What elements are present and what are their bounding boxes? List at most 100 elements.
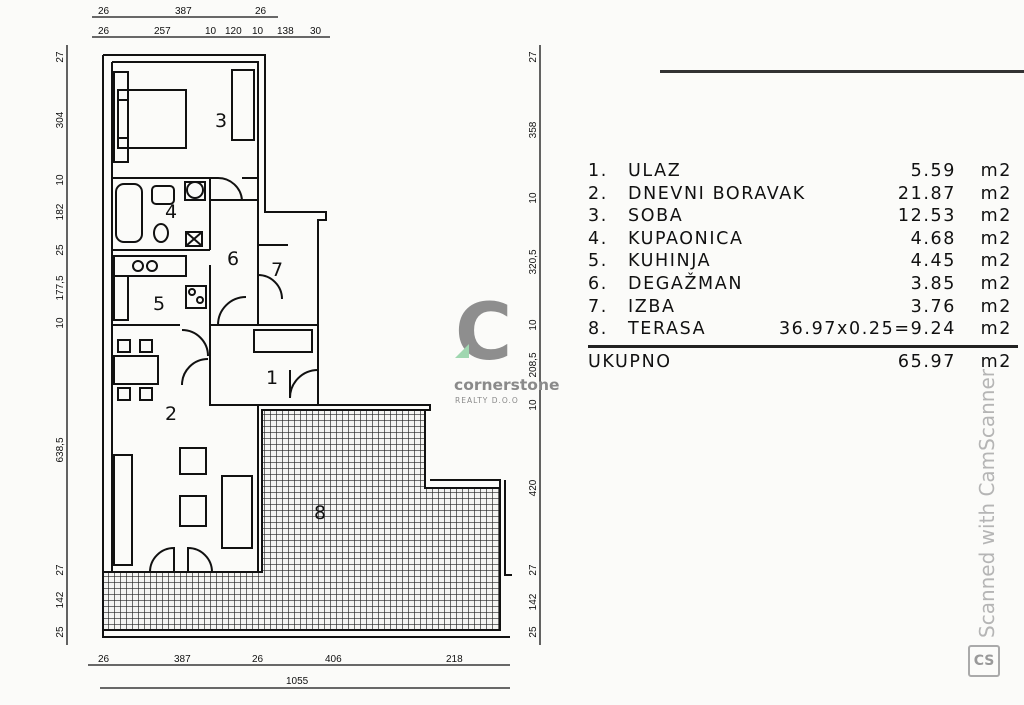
row-num: 6. bbox=[588, 273, 608, 294]
table-row: 7. IZBA 3.76 m2 bbox=[588, 296, 1018, 319]
watermark-text: Scanned with CamScanner bbox=[975, 369, 999, 638]
row-num: 5. bbox=[588, 251, 608, 272]
dim-label: 27 bbox=[55, 51, 66, 63]
dim-label: 182 bbox=[55, 203, 66, 220]
dim-label: 387 bbox=[175, 6, 192, 17]
row-unit: m2 bbox=[980, 228, 1012, 249]
dim-label: 218 bbox=[446, 654, 463, 665]
dim-label: 25 bbox=[528, 626, 539, 638]
dim-label: 27 bbox=[55, 564, 66, 576]
logo-leaf-icon bbox=[455, 344, 469, 358]
row-value: 36.97x0.25=9.24 bbox=[778, 319, 956, 340]
dim-label: 10 bbox=[55, 317, 66, 329]
row-value: 4.45 bbox=[910, 251, 956, 272]
dim-label: 26 bbox=[98, 654, 110, 665]
row-name: KUHINJA bbox=[628, 251, 712, 272]
terrace-hatch bbox=[102, 409, 501, 631]
dim-label: 26 bbox=[252, 654, 264, 665]
dim-label: 406 bbox=[325, 654, 342, 665]
row-num: 8. bbox=[588, 319, 608, 340]
dim-label: 10 bbox=[528, 192, 539, 204]
header-rule bbox=[660, 70, 1024, 73]
row-num: 7. bbox=[588, 296, 608, 317]
dim-label: 10 bbox=[205, 26, 217, 37]
row-value: 12.53 bbox=[897, 206, 956, 227]
row-name: SOBA bbox=[628, 206, 684, 227]
row-value: 4.68 bbox=[910, 228, 956, 249]
row-name: DEGAŽMAN bbox=[628, 273, 744, 294]
dim-label: 358 bbox=[528, 121, 539, 138]
dim-label: 638,5 bbox=[55, 437, 66, 462]
table-separator bbox=[588, 344, 1018, 348]
row-unit: m2 bbox=[980, 161, 1012, 181]
row-name: DNEVNI BORAVAK bbox=[628, 183, 806, 204]
dim-label: 138 bbox=[277, 26, 294, 37]
room-number: 5 bbox=[153, 293, 165, 315]
logo-subtitle: REALTY D.O.O bbox=[455, 396, 519, 405]
dim-label: 10 bbox=[528, 319, 539, 331]
dim-label: 142 bbox=[528, 593, 539, 610]
room-number: 7 bbox=[271, 259, 283, 281]
dim-label: 27 bbox=[528, 564, 539, 576]
total-unit: m2 bbox=[980, 351, 1012, 372]
table-row: 3. SOBA 12.53 m2 bbox=[588, 205, 1018, 228]
row-unit: m2 bbox=[980, 183, 1012, 204]
row-value: 3.76 bbox=[910, 296, 956, 317]
row-num: 1. bbox=[588, 161, 608, 181]
walls bbox=[102, 54, 512, 638]
dim-label: 26 bbox=[255, 6, 267, 17]
total-value: 65.97 bbox=[897, 351, 956, 372]
dimension-labels: 26 387 26 26 257 10 120 10 138 30 273041… bbox=[55, 6, 539, 687]
cornerstone-logo: C cornerstone REALTY D.O.O bbox=[452, 288, 577, 408]
dim-label: 387 bbox=[174, 654, 191, 665]
dim-label: 120 bbox=[225, 26, 242, 37]
logo-brand: cornerstone bbox=[454, 376, 560, 394]
row-name: IZBA bbox=[628, 296, 676, 317]
room-number: 1 bbox=[266, 367, 278, 389]
logo-mark: C bbox=[455, 288, 513, 378]
row-num: 4. bbox=[588, 228, 608, 249]
total-row: UKUPNO 65.97 m2 bbox=[588, 351, 1018, 374]
dim-label: 208,5 bbox=[528, 352, 539, 377]
dim-label: 26 bbox=[98, 6, 110, 17]
row-unit: m2 bbox=[980, 296, 1012, 317]
table-row: 8. TERASA 36.97x0.25=9.24 m2 bbox=[588, 318, 1018, 341]
room-number: 3 bbox=[215, 110, 227, 132]
dim-label: 25 bbox=[55, 626, 66, 638]
dimension-lines bbox=[66, 16, 541, 689]
row-value: 5.59 bbox=[910, 161, 956, 181]
total-label: UKUPNO bbox=[588, 351, 672, 372]
row-unit: m2 bbox=[980, 319, 1012, 340]
row-value: 3.85 bbox=[910, 273, 956, 294]
row-num: 2. bbox=[588, 183, 608, 204]
table-row: 5. KUHINJA 4.45 m2 bbox=[588, 250, 1018, 273]
dim-label: 10 bbox=[252, 26, 264, 37]
dim-label: 1055 bbox=[286, 676, 309, 687]
dim-label: 25 bbox=[55, 244, 66, 256]
dim-label: 26 bbox=[98, 26, 110, 37]
dim-label: 10 bbox=[55, 174, 66, 186]
dim-label: 27 bbox=[528, 51, 539, 63]
row-value: 21.87 bbox=[897, 183, 956, 204]
row-unit: m2 bbox=[980, 251, 1012, 272]
room-number: 6 bbox=[227, 248, 239, 270]
dim-label: 30 bbox=[310, 26, 322, 37]
row-num: 3. bbox=[588, 206, 608, 227]
dim-label: 320,5 bbox=[528, 249, 539, 274]
dim-label: 257 bbox=[154, 26, 171, 37]
table-row: 2. DNEVNI BORAVAK 21.87 m2 bbox=[588, 183, 1018, 206]
row-name: TERASA bbox=[628, 319, 707, 340]
dim-label: 142 bbox=[55, 591, 66, 608]
dim-label: 420 bbox=[528, 479, 539, 496]
room-number: 2 bbox=[165, 403, 177, 425]
room-number: 8 bbox=[314, 502, 326, 524]
room-numbers: 1 2 3 4 5 6 7 8 bbox=[153, 110, 326, 524]
row-unit: m2 bbox=[980, 206, 1012, 227]
dim-label: 304 bbox=[55, 111, 66, 128]
